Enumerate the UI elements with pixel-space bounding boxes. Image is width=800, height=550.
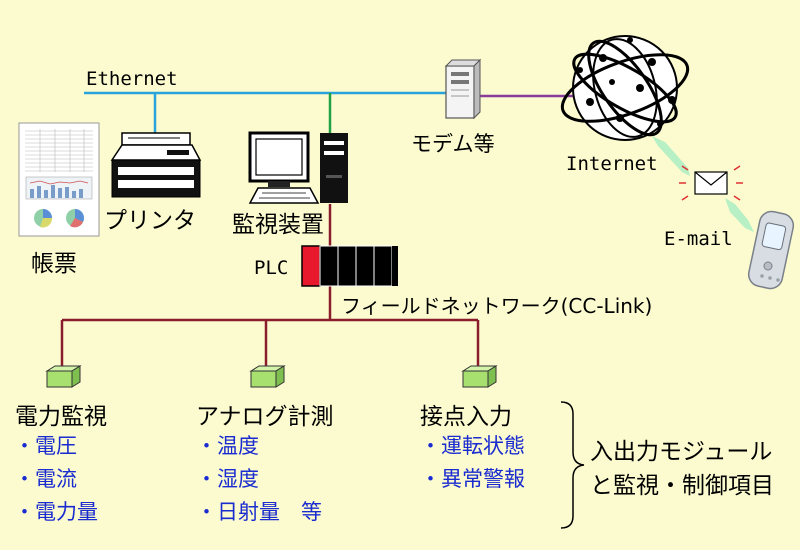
monitor-device-label: 監視装置 — [232, 212, 324, 238]
module-title: 接点入力 — [420, 404, 512, 430]
module-item: ・日射量 等 — [196, 500, 322, 524]
printer-label: プリンタ — [104, 208, 196, 234]
io-module-analog — [249, 365, 286, 388]
module-item: ・異常警報 — [420, 467, 525, 491]
modem-label: モデム等 — [411, 132, 495, 156]
module-item: ・温度 — [196, 434, 259, 458]
email-arrow — [652, 136, 754, 232]
printer-icon — [110, 132, 202, 198]
module-item: ・電圧 — [14, 434, 77, 458]
summary-line-2: と監視・制御項目 — [590, 473, 774, 499]
internet-label: Internet — [566, 153, 658, 175]
modem-icon — [444, 58, 482, 120]
plc-unit — [301, 245, 398, 287]
mobile-phone-icon — [747, 210, 795, 290]
monitor-pc-icon — [248, 131, 348, 204]
module-item: ・湿度 — [196, 467, 259, 491]
fieldnet-label: フィールドネットワーク(CC-Link) — [341, 294, 653, 318]
email-label: E-mail — [664, 228, 733, 250]
envelope-icon — [679, 165, 743, 201]
io-module-power — [45, 365, 82, 388]
plc-label: PLC — [254, 257, 289, 279]
module-item: ・運転状態 — [420, 434, 525, 458]
module-item: ・電流 — [14, 467, 77, 491]
module-title: 電力監視 — [15, 404, 107, 430]
summary-brace — [560, 401, 585, 529]
report-icon — [18, 122, 100, 237]
module-item: ・電力量 — [14, 500, 98, 524]
ethernet-label: Ethernet — [86, 68, 178, 90]
io-module-contact — [461, 365, 498, 388]
summary-line-1: 入出力モジュール — [590, 439, 773, 465]
report-label: 帳票 — [31, 251, 77, 277]
module-title: アナログ計測 — [196, 404, 334, 430]
globe-icon — [560, 35, 690, 141]
